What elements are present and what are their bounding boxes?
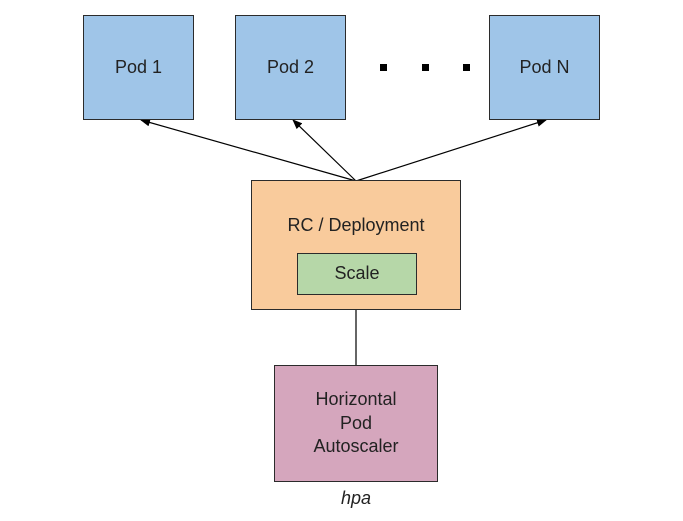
ellipsis-dot [421,63,429,71]
pod-n-box: Pod N [489,15,600,120]
pod-2-label: Pod 2 [266,56,315,77]
arrow-rc-to-pod-n [355,118,547,182]
hpa-label: Horizontal Pod Autoscaler [313,389,399,457]
ellipsis-dot [463,63,470,71]
scale-box: Scale [297,253,417,295]
pod-1-box: Pod 1 [83,15,194,120]
pod-1-label: Pod 1 [114,56,163,77]
rc-deployment-label: RC / Deployment [287,215,425,235]
ellipsis-dot [380,63,387,71]
pod-n-label: Pod N [519,56,570,77]
scale-label: Scale [334,263,380,284]
diagram-caption: hpa [340,488,372,508]
hpa-box: Horizontal Pod Autoscaler [274,365,438,482]
ellipsis-dots [380,52,470,82]
rc-deployment-box: RC / Deployment Scale [251,180,461,310]
arrow-rc-to-pod-2 [292,119,357,182]
arrow-rc-to-pod-1 [140,118,357,182]
pod-2-box: Pod 2 [235,15,346,120]
